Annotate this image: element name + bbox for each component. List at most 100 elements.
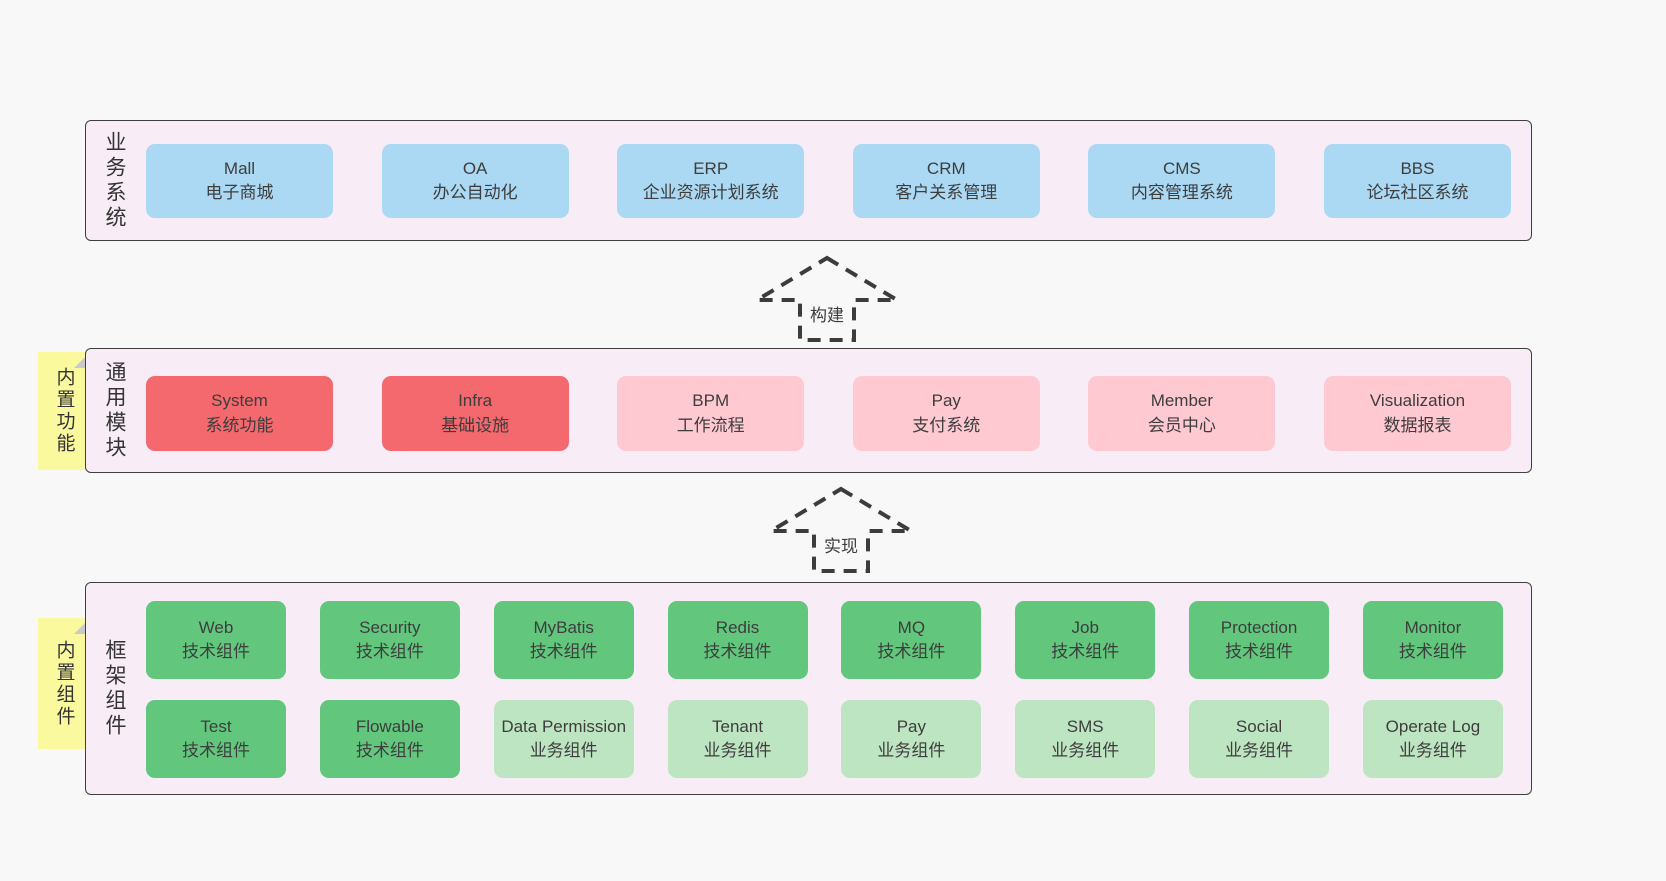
box-redis: Redis 技术组件 (667, 601, 808, 679)
box-title: Tenant (712, 716, 764, 736)
box-subtitle: 支付系统 (912, 415, 981, 435)
box-member: Member 会员中心 (1088, 376, 1276, 451)
sticky-label: 内置功能 (53, 367, 75, 455)
implement-arrow-label: 实现 (821, 532, 861, 557)
box-monitor: Monitor 技术组件 (1362, 601, 1503, 679)
box-title: Pay (931, 391, 961, 411)
box-tenant: Tenant 业务组件 (667, 700, 808, 778)
box-subtitle: 业务组件 (703, 741, 772, 760)
sticky-note-built-in-features: 内置功能 (38, 352, 90, 470)
band-label-components: 框架组件 (103, 638, 126, 739)
box-bbs: BBS 论坛社区系统 (1323, 144, 1511, 218)
common-modules-band: 通用模块 System 系统功能 Infra 基础设施 BPM 工作流程 Pay… (85, 348, 1532, 473)
box-subtitle: 会员中心 (1147, 415, 1216, 435)
box-job: Job 技术组件 (1015, 601, 1156, 679)
box-subtitle: 技术组件 (182, 642, 250, 661)
box-security: Security 技术组件 (319, 601, 460, 679)
box-title: Monitor (1404, 617, 1462, 637)
box-title: Redis (715, 617, 760, 637)
box-subtitle: 办公自动化 (432, 183, 518, 202)
box-subtitle: 论坛社区系统 (1366, 183, 1469, 202)
box-title: Member (1150, 391, 1214, 411)
box-subtitle: 业务组件 (877, 741, 946, 760)
box-bpm: BPM 工作流程 (617, 376, 805, 451)
build-arrow-label: 构建 (807, 301, 847, 326)
box-mq: MQ 技术组件 (841, 601, 982, 679)
box-subtitle: 技术组件 (529, 642, 598, 661)
band-label-business: 业务系统 (103, 130, 126, 231)
box-protection: Protection 技术组件 (1189, 601, 1330, 679)
box-subtitle: 内容管理系统 (1130, 183, 1233, 202)
components-box-row-2: Test 技术组件 Flowable 技术组件 Data Permission … (146, 700, 1503, 778)
box-title: ERP (693, 158, 729, 178)
box-title: Pay (896, 716, 927, 736)
components-box-row-1: Web 技术组件 Security 技术组件 MyBatis 技术组件 Redi… (146, 601, 1503, 679)
box-subtitle: 电子商城 (205, 183, 274, 202)
box-title: CRM (926, 158, 966, 178)
box-title: Protection (1220, 617, 1298, 637)
build-arrow: 构建 (752, 255, 902, 343)
box-subtitle: 工作流程 (676, 415, 745, 435)
box-title: Operate Log (1385, 716, 1481, 736)
box-subtitle: 业务组件 (1225, 741, 1294, 760)
box-subtitle: 客户关系管理 (895, 183, 998, 202)
modules-box-row: System 系统功能 Infra 基础设施 BPM 工作流程 Pay 支付系统… (146, 376, 1511, 451)
box-title: Visualization (1369, 391, 1466, 411)
box-subtitle: 业务组件 (1051, 741, 1120, 760)
box-title: BBS (1400, 158, 1435, 178)
sticky-note-built-in-components: 内置组件 (38, 618, 90, 749)
box-subtitle: 基础设施 (441, 415, 510, 435)
box-title: Social (1235, 716, 1283, 736)
box-title: CMS (1162, 158, 1201, 178)
box-pay-module: Pay 支付系统 (852, 376, 1040, 451)
box-title: Data Permission (501, 716, 627, 736)
box-visualization: Visualization 数据报表 (1323, 376, 1511, 451)
box-title: MyBatis (533, 617, 594, 637)
box-test: Test 技术组件 (146, 700, 286, 778)
box-crm: CRM 客户关系管理 (852, 144, 1040, 218)
business-box-row: Mall 电子商城 OA 办公自动化 ERP 企业资源计划系统 CRM 客户关系… (146, 144, 1511, 218)
box-title: SMS (1066, 716, 1104, 736)
box-subtitle: 企业资源计划系统 (642, 183, 779, 202)
box-pay-component: Pay 业务组件 (841, 700, 982, 778)
box-title: Infra (458, 391, 493, 411)
box-system: System 系统功能 (146, 376, 333, 451)
box-subtitle: 技术组件 (877, 642, 946, 661)
sticky-label: 内置组件 (53, 639, 75, 728)
box-subtitle: 技术组件 (1051, 642, 1120, 661)
box-subtitle: 技术组件 (355, 741, 424, 760)
implement-arrow: 实现 (766, 486, 916, 574)
box-subtitle: 技术组件 (703, 642, 772, 661)
up-arrow-icon (752, 255, 902, 342)
box-web: Web 技术组件 (146, 601, 286, 679)
box-subtitle: 系统功能 (205, 415, 274, 435)
box-title: System (211, 391, 268, 411)
up-arrow-icon (766, 486, 916, 573)
box-subtitle: 技术组件 (355, 642, 424, 661)
box-social: Social 业务组件 (1189, 700, 1330, 778)
box-subtitle: 技术组件 (182, 741, 250, 760)
box-title: OA (462, 158, 488, 178)
box-title: MQ (897, 617, 926, 637)
band-label-modules: 通用模块 (103, 360, 126, 461)
box-mall: Mall 电子商城 (146, 144, 333, 218)
box-subtitle: 数据报表 (1383, 415, 1452, 435)
box-erp: ERP 企业资源计划系统 (617, 144, 805, 218)
box-title: Test (200, 716, 232, 736)
box-title: Job (1071, 617, 1099, 637)
box-title: Web (198, 617, 234, 637)
box-subtitle: 业务组件 (1398, 741, 1467, 760)
box-operate-log: Operate Log 业务组件 (1362, 700, 1503, 778)
box-title: Flowable (355, 716, 424, 736)
box-title: Security (359, 617, 421, 637)
box-subtitle: 技术组件 (1225, 642, 1294, 661)
box-title: Mall (223, 158, 256, 178)
box-subtitle: 技术组件 (1398, 642, 1467, 661)
box-oa: OA 办公自动化 (381, 144, 569, 218)
box-flowable: Flowable 技术组件 (319, 700, 460, 778)
framework-components-band: 框架组件 Web 技术组件 Security 技术组件 MyBatis 技术组件… (85, 582, 1532, 795)
box-sms: SMS 业务组件 (1015, 700, 1156, 778)
box-infra: Infra 基础设施 (381, 376, 569, 451)
box-cms: CMS 内容管理系统 (1088, 144, 1276, 218)
box-title: BPM (692, 391, 730, 411)
